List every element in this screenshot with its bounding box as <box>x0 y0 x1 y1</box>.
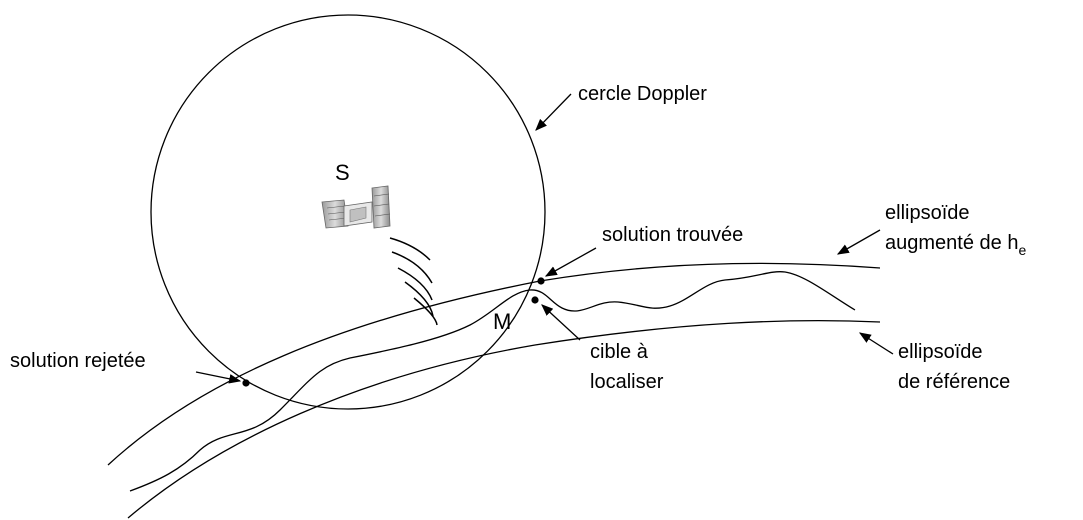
rejected-solution-dot <box>242 379 250 387</box>
reference-ellipsoid-curve <box>127 319 881 519</box>
augmented-ellipsoid-label-line2: augmenté de he <box>885 232 1026 258</box>
augmented-ellipsoid-curve <box>107 262 881 466</box>
found-solution-arrow <box>544 247 597 277</box>
rejected-solution-label: solution rejetée <box>10 350 146 372</box>
satellite-label: S <box>335 160 350 185</box>
terrain-profile <box>129 271 856 492</box>
doppler-circle-label: cercle Doppler <box>578 83 707 105</box>
doppler-circle <box>150 14 546 410</box>
target-label-line2: localiser <box>590 371 664 393</box>
reference-ellipsoid-label-line2: de référence <box>898 371 1010 393</box>
reference-ellipsoid-arrow <box>858 332 894 355</box>
target-label-line1: cible à <box>590 341 649 363</box>
rejected-solution-arrow <box>195 371 242 384</box>
point-m-label: M <box>493 309 511 334</box>
satellite-icon <box>321 185 391 229</box>
found-solution-label: solution trouvée <box>602 224 743 246</box>
found-solution-dot <box>537 277 545 285</box>
reference-ellipsoid-label-line1: ellipsoïde <box>898 341 983 363</box>
target-point-dot <box>531 296 539 304</box>
doppler-circle-arrow <box>535 93 572 131</box>
augmented-ellipsoid-label-line1: ellipsoïde <box>885 202 970 224</box>
augmented-ellipsoid-main-text: augmenté de h <box>885 232 1018 254</box>
signal-waves <box>389 237 438 326</box>
augmented-ellipsoid-arrow <box>836 229 881 255</box>
augmented-ellipsoid-subscript: e <box>1018 242 1026 258</box>
target-arrow <box>541 304 581 341</box>
